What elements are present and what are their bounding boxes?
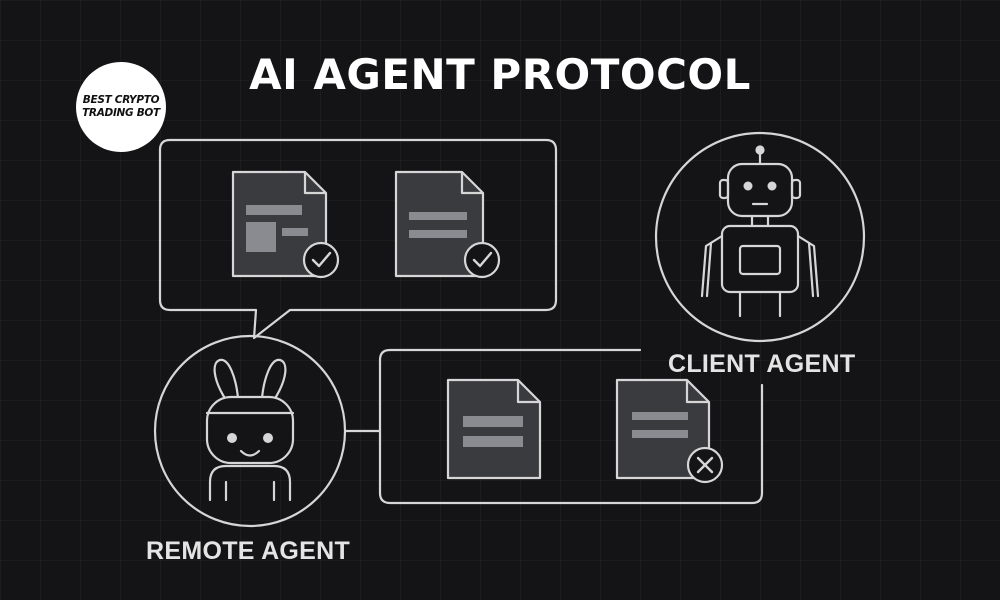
client-agent-label: CLIENT AGENT	[668, 350, 856, 378]
logo-badge: BEST CRYPTO TRADING BOT	[76, 62, 166, 152]
check-icon	[463, 241, 501, 279]
text-document-icon	[394, 170, 485, 278]
client-agent-circle	[654, 131, 866, 343]
remote-agent-circle	[153, 334, 347, 528]
bunny-robot-icon	[205, 358, 295, 502]
text-document-icon	[446, 378, 542, 480]
message-bubble	[158, 138, 558, 340]
logo-line-2: TRADING BOT	[82, 107, 160, 119]
robot-icon	[700, 145, 820, 318]
layout-document-icon	[231, 170, 328, 278]
cross-icon	[686, 446, 724, 484]
page-title: AI AGENT PROTOCOL	[249, 50, 751, 99]
remote-agent-label: REMOTE AGENT	[146, 537, 351, 565]
check-icon	[302, 241, 340, 279]
logo-line-1: BEST CRYPTO	[82, 94, 160, 106]
response-panel	[378, 348, 764, 505]
text-document-icon	[615, 378, 711, 480]
